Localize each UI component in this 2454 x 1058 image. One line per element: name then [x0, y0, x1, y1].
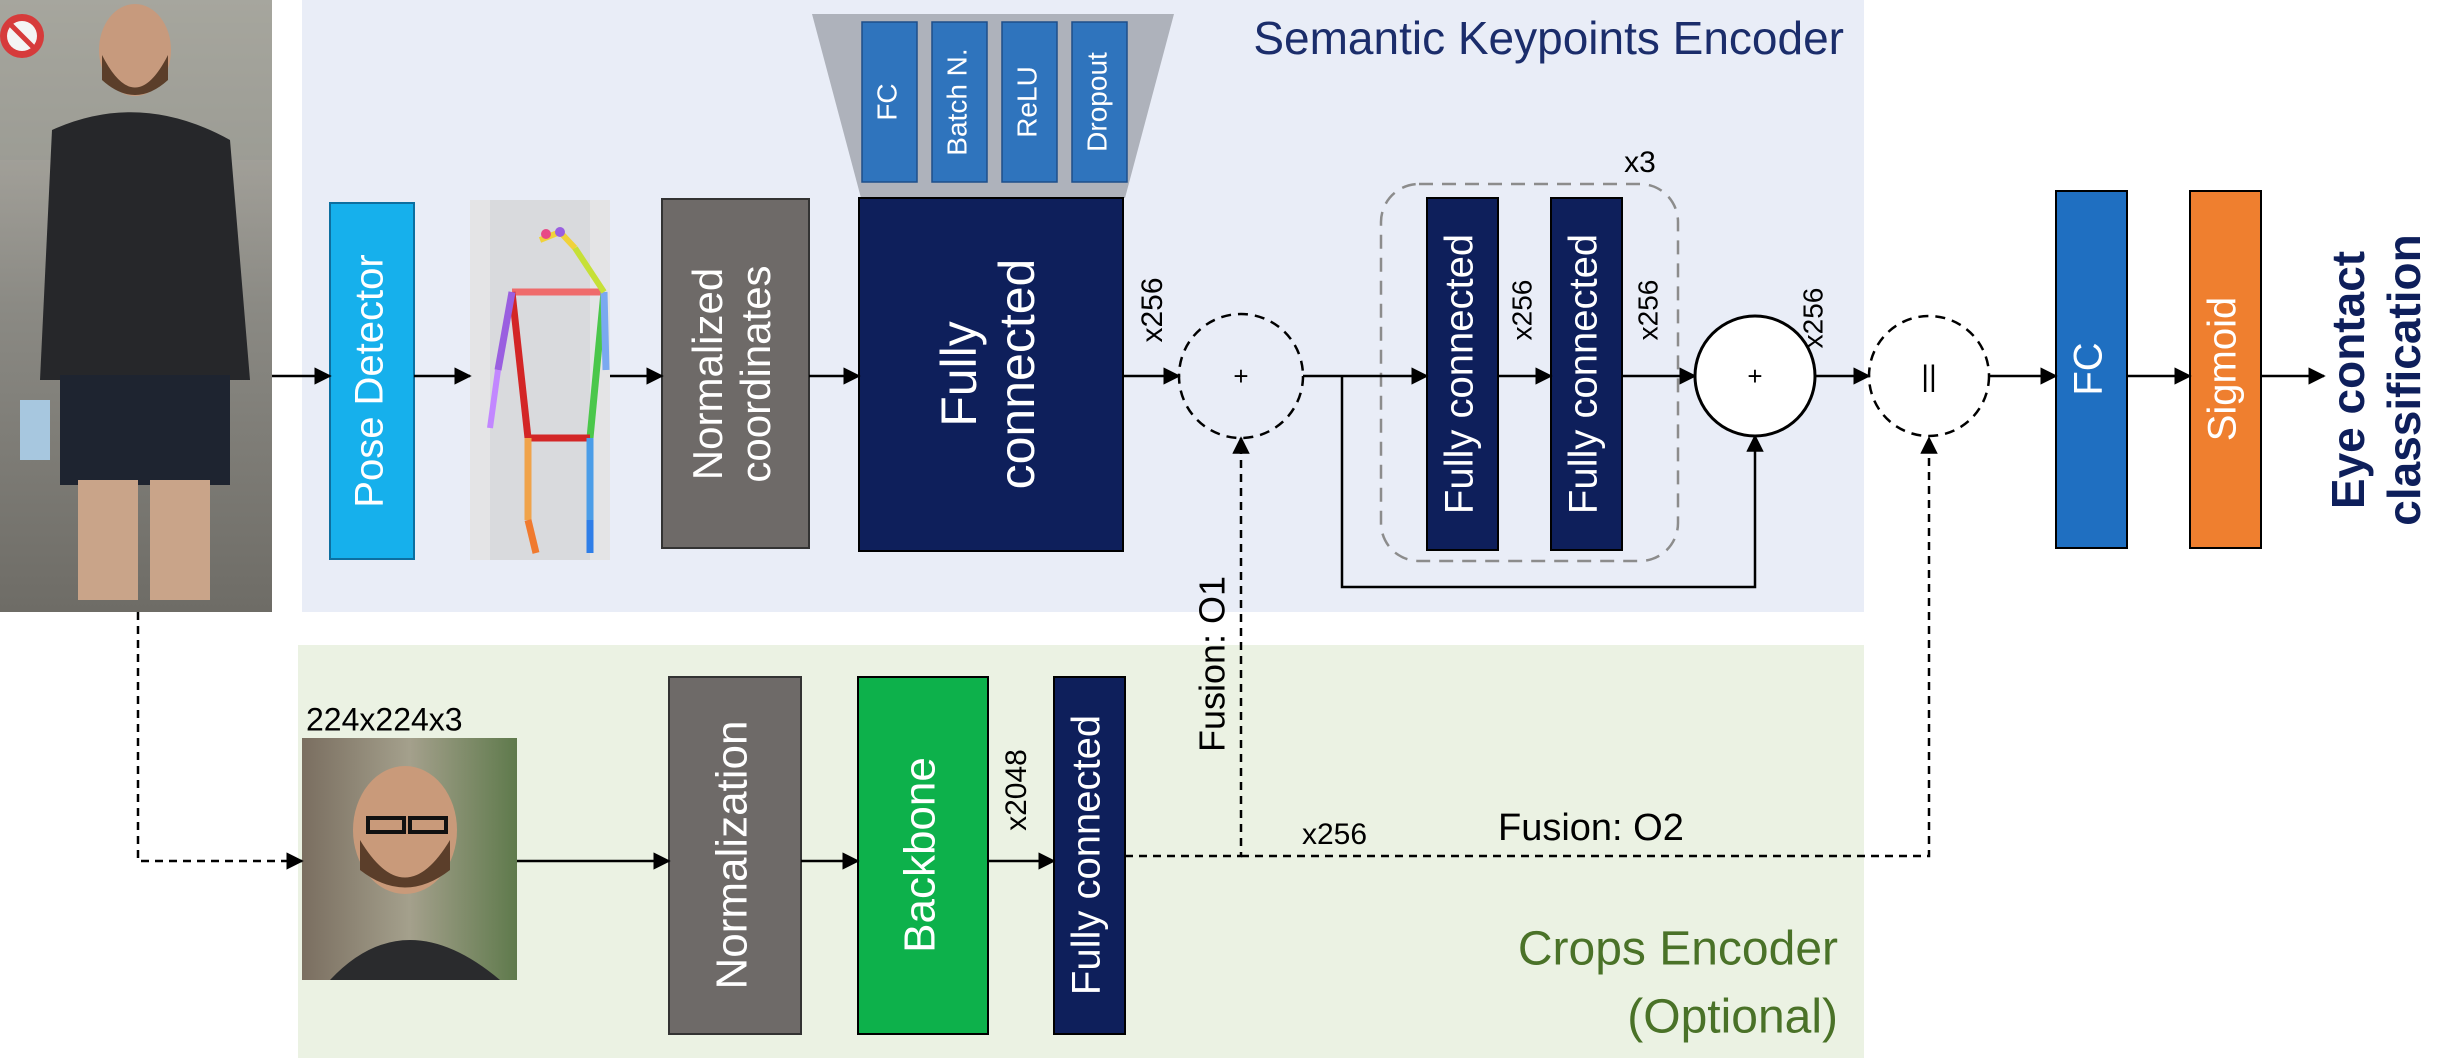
- fc-detail-relu-box: [1001, 21, 1058, 183]
- dim-label-backbone-out: x2048: [1000, 749, 1033, 831]
- dim-label-crops-fc-out: x256: [1302, 818, 1367, 851]
- fc-detail-dropout-box: [1071, 21, 1128, 183]
- fusion-o1-label: Fusion: O1: [1192, 576, 1233, 752]
- normalized-coordinates-box: [661, 198, 810, 549]
- output-label-line1: Eye contact: [2322, 251, 2374, 509]
- input-image: [0, 0, 272, 612]
- crop-size-label: 224x224x3: [306, 701, 463, 737]
- fusion-o2-label: Fusion: O2: [1498, 807, 1684, 849]
- sigmoid-label: Sigmoid: [2201, 297, 2245, 442]
- fc-detail-dropout-label: Dropout: [1081, 52, 1112, 152]
- fc-detail-batchnorm-box: [931, 21, 988, 183]
- fully-connected-main-line2: connected: [989, 259, 1045, 490]
- dashed-fusion-connections: [136, 436, 1938, 870]
- fusion-o1-plus-sign: +: [1233, 361, 1248, 391]
- concat-sign: ||: [1921, 360, 1937, 393]
- pose-detector-box: [329, 202, 415, 560]
- residual-plus-sign: +: [1747, 361, 1762, 391]
- keypoints-encoder-title: Semantic Keypoints Encoder: [1253, 12, 1844, 64]
- crops-fully-connected-label: Fully connected: [1065, 715, 1109, 995]
- dim-label-between-fc: x256: [1506, 280, 1537, 341]
- crops-fully-connected-box: [1053, 676, 1126, 1035]
- fc-detail-relu-label: ReLU: [1011, 66, 1042, 138]
- output-label-line2: classification: [2378, 234, 2430, 525]
- head-fc-label: FC: [2067, 342, 2111, 395]
- crops-encoder-title-line2: (Optional): [1627, 991, 1838, 1044]
- crops-encoder-title-line1: Crops Encoder: [1518, 923, 1838, 976]
- fc-detail-fc-box: [861, 21, 918, 183]
- pose-skeleton-image: [470, 200, 610, 560]
- sigmoid-box: [2189, 190, 2262, 549]
- fc-detail-batchnorm-label: Batch N.: [941, 48, 972, 155]
- fully-connected-main-line1: Fully: [931, 321, 987, 427]
- top-flow-arrows: [272, 367, 2326, 589]
- residual-fc-2-label: Fully connected: [1562, 234, 1606, 514]
- dim-label-block-out: x256: [1632, 280, 1663, 341]
- pose-detector-label: Pose Detector: [348, 254, 392, 507]
- normalized-coordinates-line1: Normalized: [684, 268, 731, 480]
- fully-connected-main-box: [858, 197, 1124, 552]
- head-fc-box: [2055, 190, 2128, 549]
- crop-image: [302, 738, 517, 980]
- fc-detail-fc-label: FC: [871, 83, 902, 120]
- dim-label-fc-out: x256: [1136, 277, 1169, 342]
- backbone-box: [857, 676, 989, 1035]
- dim-label-sum-out: x256: [1797, 288, 1828, 349]
- normalized-coordinates-line2: coordinates: [732, 265, 779, 482]
- residual-fc-1-label: Fully connected: [1438, 234, 1482, 514]
- backbone-label: Backbone: [896, 757, 945, 953]
- normalization-label: Normalization: [708, 721, 757, 990]
- residual-repeat-label: x3: [1624, 146, 1656, 179]
